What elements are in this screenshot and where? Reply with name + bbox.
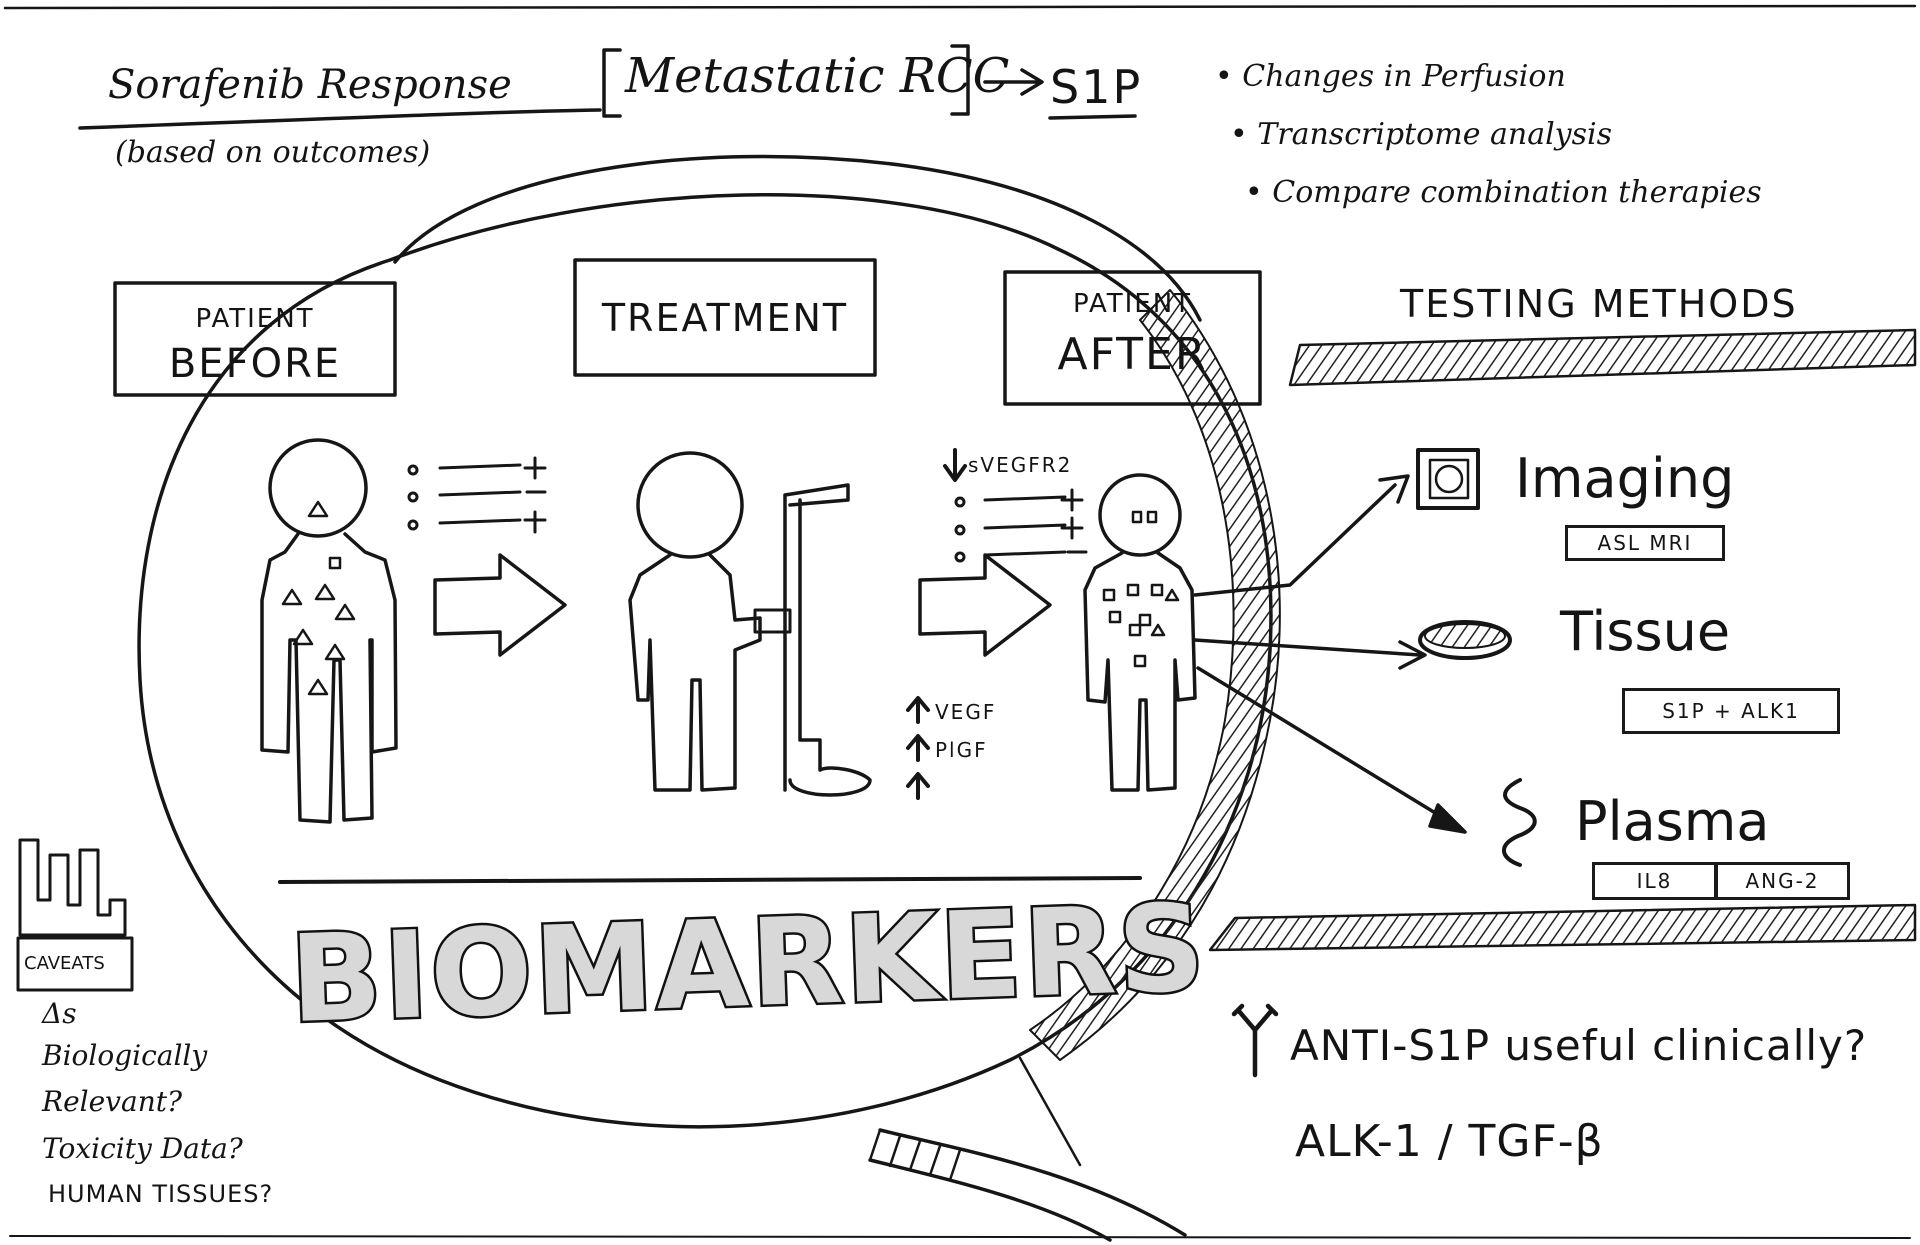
stage-before-line2: BEFORE [168,340,342,387]
caveat-1: Δs [42,997,77,1030]
after-checklist [954,488,1088,563]
patient-after-figure [1083,473,1197,792]
up-arrow-2 [906,734,930,762]
treatment-figure [628,451,872,797]
beam-lower [1208,903,1917,952]
lens-outer [137,193,1273,1129]
up-arrow-3 [906,772,930,800]
caveat-3: Relevant? [42,1085,182,1118]
bottom-border-line [9,1235,1911,1239]
tag-asl-mri: ASL MRI [1565,525,1725,561]
bracket-right [950,44,970,116]
bracket-title: Metastatic RCC [625,48,1010,104]
patient-before-figure [260,438,398,824]
box-before [113,281,397,397]
arrow-to-plasma [1196,666,1457,827]
method-imaging: Imaging [1515,447,1735,510]
caveats-box [16,936,134,992]
down-arrow [943,448,967,482]
caveats-label: CAVEATS [24,953,105,974]
marker-down: sVEGFR2 [968,453,1073,477]
tag-il8: IL8 [1592,862,1717,900]
arrowhead-plasma [1428,803,1467,834]
caveat-2: Biologically [42,1039,208,1072]
main-title: Sorafenib Response [108,62,512,108]
box-after [1003,270,1262,406]
title-underline [78,108,602,130]
plasma-squiggle-icon [1502,778,1537,867]
goal-3: • Compare combination therapies [1245,175,1762,210]
goal-1: • Changes in Perfusion [1215,59,1566,94]
beam-upper [1288,328,1917,387]
caveat-5: HUMAN TISSUES? [48,1180,274,1208]
up-arrow-1 [906,696,930,724]
factory-icon [18,838,127,937]
stage-treatment: TREATMENT [575,296,875,340]
target-s1p: S1P [1050,60,1143,114]
stage-before: PATIENT BEFORE [115,305,395,386]
subtitle: (based on outcomes) [115,135,431,170]
method-tissue: Tissue [1560,600,1731,663]
arrow-to-tissue [1193,638,1422,657]
stage-treatment-line1: TREATMENT [601,296,849,340]
arrow-to-s1p [983,68,1044,96]
s1p-underline [1048,114,1137,120]
tissue-dish-icon [1418,620,1512,660]
stage-before-line1: PATIENT [195,304,315,334]
goal-3-text: Compare combination therapies [1272,175,1762,210]
lens-top-rim [393,154,1202,322]
marker-up-1: VEGF [935,700,997,724]
arrow-stage-2 [918,553,1052,657]
question-anti-s1p: ANTI-S1P useful clinically? [1290,1021,1868,1070]
handle-neck [1018,1056,1082,1167]
banner-rule [278,876,1142,884]
tag-s1p-alk1: S1P + ALK1 [1622,688,1840,734]
handle-ribs [868,1128,962,1182]
handle-top [878,1128,1187,1237]
arrow-stage-1 [433,553,567,657]
imaging-icon [1416,448,1480,510]
stage-after-line1: PATIENT [1072,289,1193,319]
stage-after: PATIENT AFTER [1005,290,1260,379]
bracket-left [602,48,622,118]
caveat-4: Toxicity Data? [42,1132,243,1165]
tag-ang2: ANG-2 [1715,862,1850,900]
goal-2: • Transcriptome analysis [1230,117,1613,152]
handle-bottom [868,1158,1112,1242]
question-alk1-tgfb: ALK-1 / TGF-β [1295,1116,1604,1167]
marker-up-2: PlGF [935,738,988,762]
antibody-icon [1231,1003,1279,1078]
before-checklist [407,456,547,534]
arrow-to-imaging [1193,483,1397,597]
top-border-line [3,4,1917,10]
lens-rim-hatching [1029,289,1281,1061]
box-treatment [573,258,877,377]
goal-1-text: Changes in Perfusion [1242,59,1566,94]
goal-2-text: Transcriptome analysis [1257,117,1613,152]
method-plasma: Plasma [1575,790,1770,853]
stage-after-line2: AFTER [1057,328,1208,380]
testing-heading: TESTING METHODS [1400,282,1798,326]
